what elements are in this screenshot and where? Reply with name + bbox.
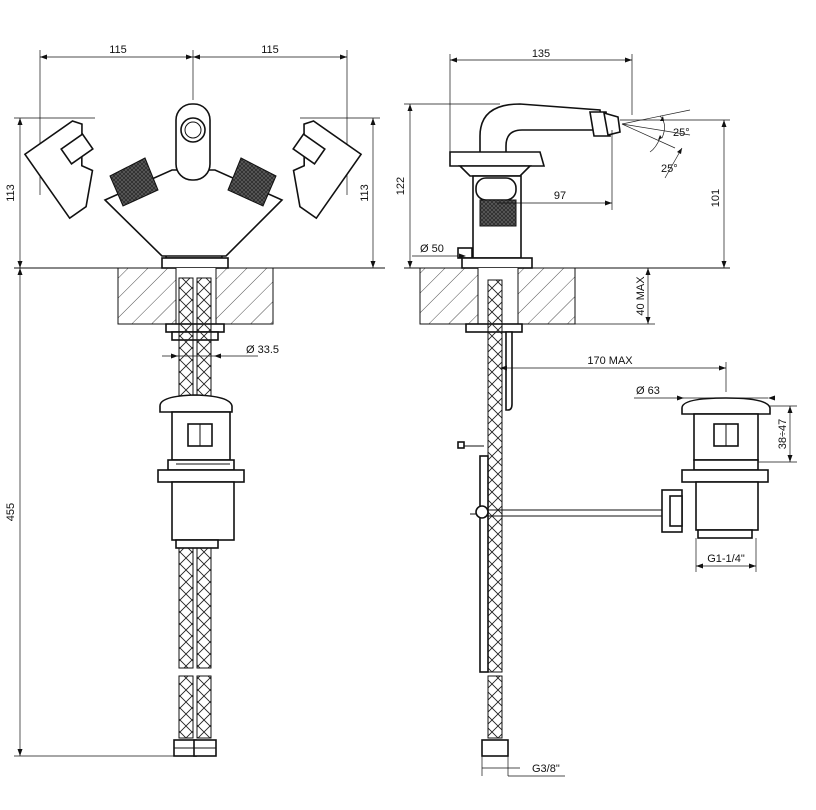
side-hose [487,279,503,673]
side-hose-fitting [481,739,509,757]
dim-plug-height: 38÷47 [777,419,789,450]
right-knurled-grip [227,157,277,207]
side-view: 135 122 25° 25° 97 [395,48,730,777]
left-handle [23,120,159,220]
dim-total-length: 455 [5,503,17,521]
dim-left-height: 113 [5,184,17,202]
left-hose-upper [178,277,194,399]
left-knurled-grip [109,157,159,207]
dim-thread: G1-1/4" [707,553,745,565]
dim-right-height: 113 [359,184,371,202]
waste-view: Ø 63 38÷47 G1-1/4" [634,385,797,572]
dim-total-height: 122 [395,177,407,195]
dim-angle-top: 25° [673,127,690,139]
dim-left-spread: 115 [109,44,127,56]
dim-deck-thickness: 40 MAX [635,276,647,316]
left-hose-lower [178,547,194,669]
front-waste-plug [159,394,233,413]
side-knurled-grip [479,199,517,227]
front-view: 115 115 113 113 [5,44,385,757]
right-handle [227,120,363,220]
front-base-ring [161,257,229,269]
dim-right-spread: 115 [261,44,279,56]
right-hose-lower [196,547,212,669]
dim-plug-diameter: Ø 63 [636,385,660,397]
dim-rod-reach: 170 MAX [587,355,633,367]
dim-connection: G3/8" [532,763,560,775]
dim-spout-length: 135 [532,48,550,60]
dim-spout-reach: 97 [554,190,566,202]
dim-angle-bottom: 25° [661,163,678,175]
dim-base-diameter: Ø 50 [420,243,444,255]
right-hose-upper [196,277,212,399]
side-handle [449,151,546,167]
dim-spout-height: 101 [710,189,722,207]
dim-hole-diameter: Ø 33.5 [246,344,279,356]
waste-plug [681,397,771,415]
